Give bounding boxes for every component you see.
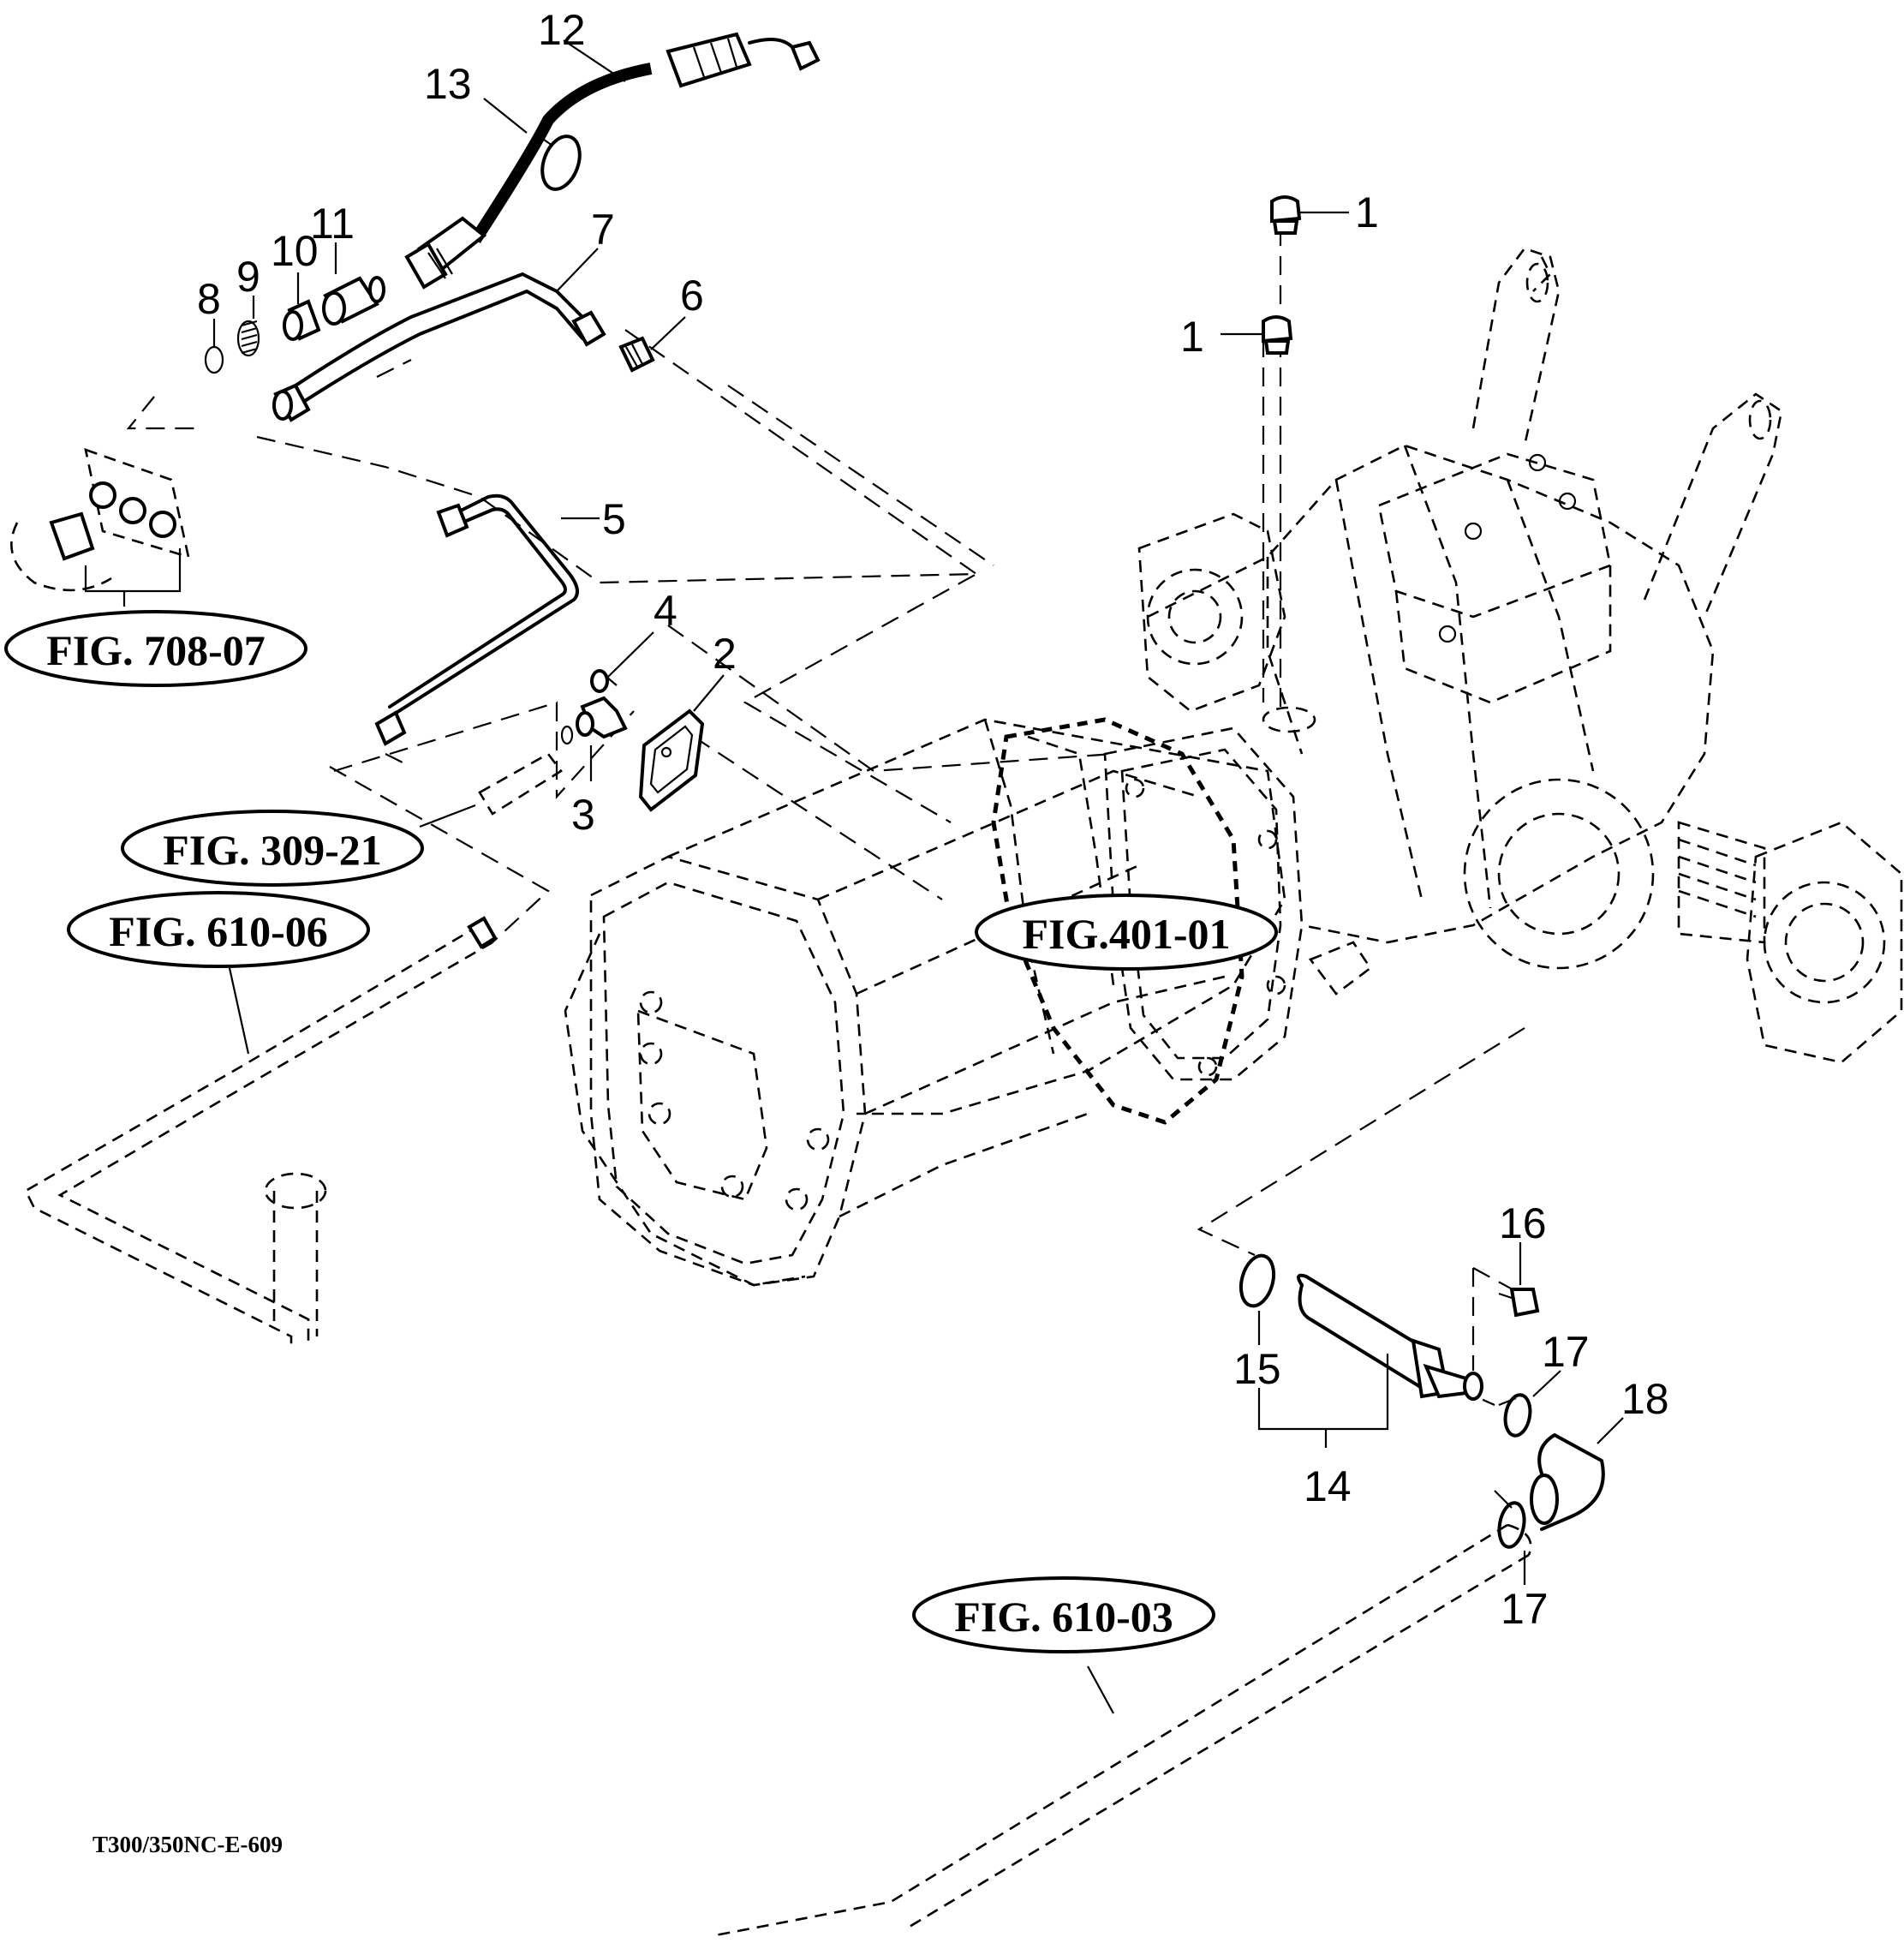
callout-16[interactable]: 16: [1499, 1199, 1547, 1247]
elbow-fitting-part-3[interactable]: [576, 696, 628, 739]
figure-reference-401-01[interactable]: FIG.401-01: [975, 894, 1278, 971]
callout-11[interactable]: 11: [310, 200, 355, 248]
plug-part-1-upper[interactable]: [1270, 195, 1302, 235]
callout-5[interactable]: 5: [602, 495, 626, 543]
pipe-part-5[interactable]: [374, 493, 579, 746]
callout-17-upper[interactable]: 17: [1542, 1328, 1590, 1376]
fig-ref-309-21-label: FIG. 309-21: [163, 826, 382, 874]
bolt-part-16[interactable]: [1498, 1288, 1540, 1318]
drawing-code: T300/350NC-E-609: [93, 1832, 283, 1857]
callout-3[interactable]: 3: [571, 791, 595, 839]
hose-part-18[interactable]: [1530, 1433, 1605, 1531]
fitting-610-06: [467, 916, 498, 949]
figure-reference-708-07[interactable]: FIG. 708-07: [4, 610, 307, 687]
callout-6[interactable]: 6: [680, 272, 704, 320]
adaptor-part-11[interactable]: [322, 276, 385, 326]
fig-ref-708-07-label: FIG. 708-07: [46, 626, 266, 674]
cover-plate-part-2[interactable]: [638, 708, 705, 812]
hose-clamp-part-17-lower[interactable]: [1494, 1490, 1527, 1549]
fig-ref-401-01-label: FIG.401-01: [1022, 910, 1230, 958]
spring-part-9[interactable]: [236, 320, 260, 357]
callout-15[interactable]: 15: [1233, 1345, 1281, 1393]
transmission-housing-phantom: [564, 247, 1903, 1287]
hose-part-12[interactable]: [404, 32, 821, 290]
o-ring-part-8[interactable]: [204, 345, 224, 374]
clamp-part-13[interactable]: [535, 131, 586, 194]
valve-block[interactable]: [10, 448, 190, 607]
callout-14[interactable]: 14: [1304, 1462, 1352, 1510]
callout-2[interactable]: 2: [713, 630, 737, 678]
leader-lines: [212, 39, 1624, 1714]
callout-1-upper[interactable]: 1: [1355, 188, 1379, 236]
figure-reference-610-03[interactable]: FIG. 610-03: [912, 1576, 1215, 1653]
valve-part-10[interactable]: [283, 299, 321, 341]
hose-clamp-part-17-upper[interactable]: [1498, 1393, 1533, 1438]
figure-reference-309-21[interactable]: FIG. 309-21: [121, 810, 424, 887]
callout-1-lower[interactable]: 1: [1180, 313, 1204, 361]
bolt-part-4[interactable]: [590, 669, 618, 693]
callout-17-lower[interactable]: 17: [1501, 1585, 1549, 1633]
callout-8[interactable]: 8: [197, 275, 221, 323]
callout-13[interactable]: 13: [424, 60, 472, 108]
callout-10[interactable]: 10: [271, 227, 319, 275]
hose-fitting-phantom: [478, 725, 574, 816]
phantom-lines: [24, 227, 1532, 1938]
callout-numbers: 1 1 2 3 4 5 6 7 8 9 10 11 12 13 14 15 16…: [197, 6, 1669, 1633]
figure-reference-610-06[interactable]: FIG. 610-06: [67, 891, 370, 968]
adaptor-part-6[interactable]: [618, 336, 655, 373]
callout-12[interactable]: 12: [538, 6, 586, 54]
plug-part-1-lower[interactable]: [1262, 315, 1293, 355]
tube-part-14[interactable]: [1297, 1273, 1483, 1401]
callout-18[interactable]: 18: [1621, 1375, 1669, 1423]
pipe-part-7[interactable]: [272, 272, 606, 422]
o-ring-part-15[interactable]: [1236, 1252, 1279, 1309]
callout-4[interactable]: 4: [654, 587, 677, 635]
fig-ref-610-06-label: FIG. 610-06: [109, 907, 328, 955]
callout-9[interactable]: 9: [236, 253, 260, 301]
callout-7[interactable]: 7: [591, 206, 615, 254]
fig-ref-610-03-label: FIG. 610-03: [954, 1593, 1173, 1641]
